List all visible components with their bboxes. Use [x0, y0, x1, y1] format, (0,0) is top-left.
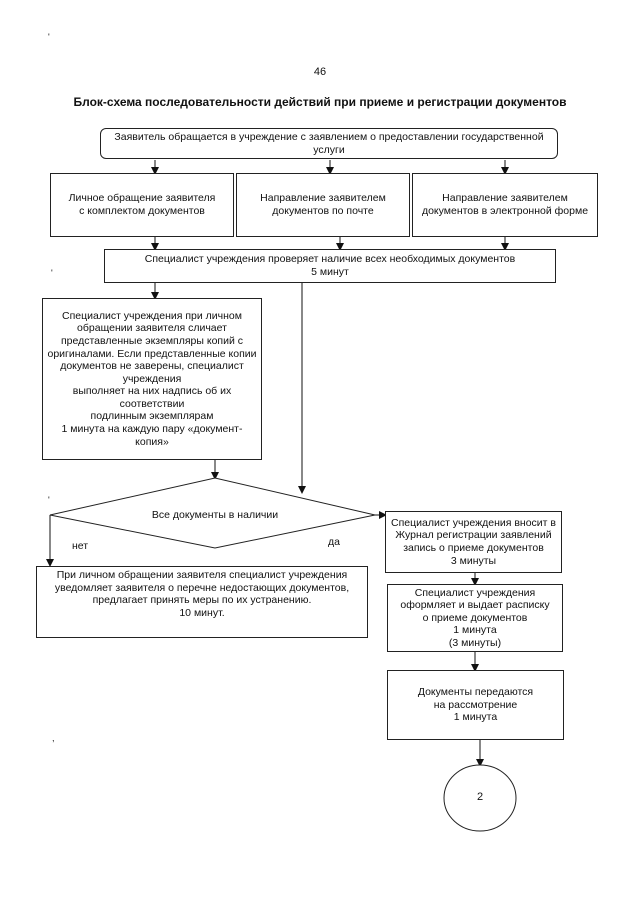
personal-request-text: Личное обращение заявителя с комплектом …: [68, 192, 216, 217]
decision-diamond: [49, 477, 376, 549]
transfer-documents-box: Документы передаются на рассмотрение 1 м…: [387, 670, 564, 740]
electronic-request-text: Направление заявителем документов в элек…: [421, 192, 589, 217]
scan-mark: ': [48, 495, 50, 505]
compare-copies-text: Специалист учреждения при личном обращен…: [47, 309, 257, 448]
scan-mark: ': [48, 32, 50, 42]
check-documents-box: Специалист учреждения проверяет наличие …: [104, 249, 556, 283]
register-journal-text: Специалист учреждения вносит в Журнал ре…: [391, 516, 556, 567]
transfer-documents-text: Документы передаются на рассмотрение 1 м…: [417, 686, 534, 724]
start-box: Заявитель обращается в учреждение с заяв…: [100, 128, 558, 159]
electronic-request-box: Направление заявителем документов в элек…: [412, 173, 598, 237]
personal-request-box: Личное обращение заявителя с комплектом …: [50, 173, 234, 237]
diagram-title: Блок-схема последовательности действий п…: [73, 95, 567, 109]
page-connector-circle: [443, 764, 517, 832]
notify-missing-box: При личном обращении заявителя специалис…: [36, 566, 368, 638]
issue-receipt-text: Специалист учреждения оформляет и выдает…: [400, 586, 550, 649]
no-label: нет: [72, 540, 89, 552]
compare-copies-box: Специалист учреждения при личном обращен…: [42, 298, 262, 460]
yes-label: да: [328, 536, 340, 548]
notify-missing-text: При личном обращении заявителя специалис…: [54, 569, 350, 619]
check-documents-text: Специалист учреждения проверяет наличие …: [144, 253, 516, 278]
scan-mark: ': [51, 268, 53, 278]
register-journal-box: Специалист учреждения вносит в Журнал ре…: [385, 511, 562, 573]
page-number: 46: [313, 66, 327, 78]
decision-label: Все документы в наличии: [151, 509, 279, 521]
connector-label: 2: [476, 791, 484, 803]
start-text: Заявитель обращается в учреждение с заяв…: [114, 130, 544, 156]
scan-mark: ,: [52, 733, 55, 743]
mail-request-box: Направление заявителем документов по поч…: [236, 173, 410, 237]
mail-request-text: Направление заявителем документов по поч…: [260, 192, 386, 217]
issue-receipt-box: Специалист учреждения оформляет и выдает…: [387, 584, 563, 652]
